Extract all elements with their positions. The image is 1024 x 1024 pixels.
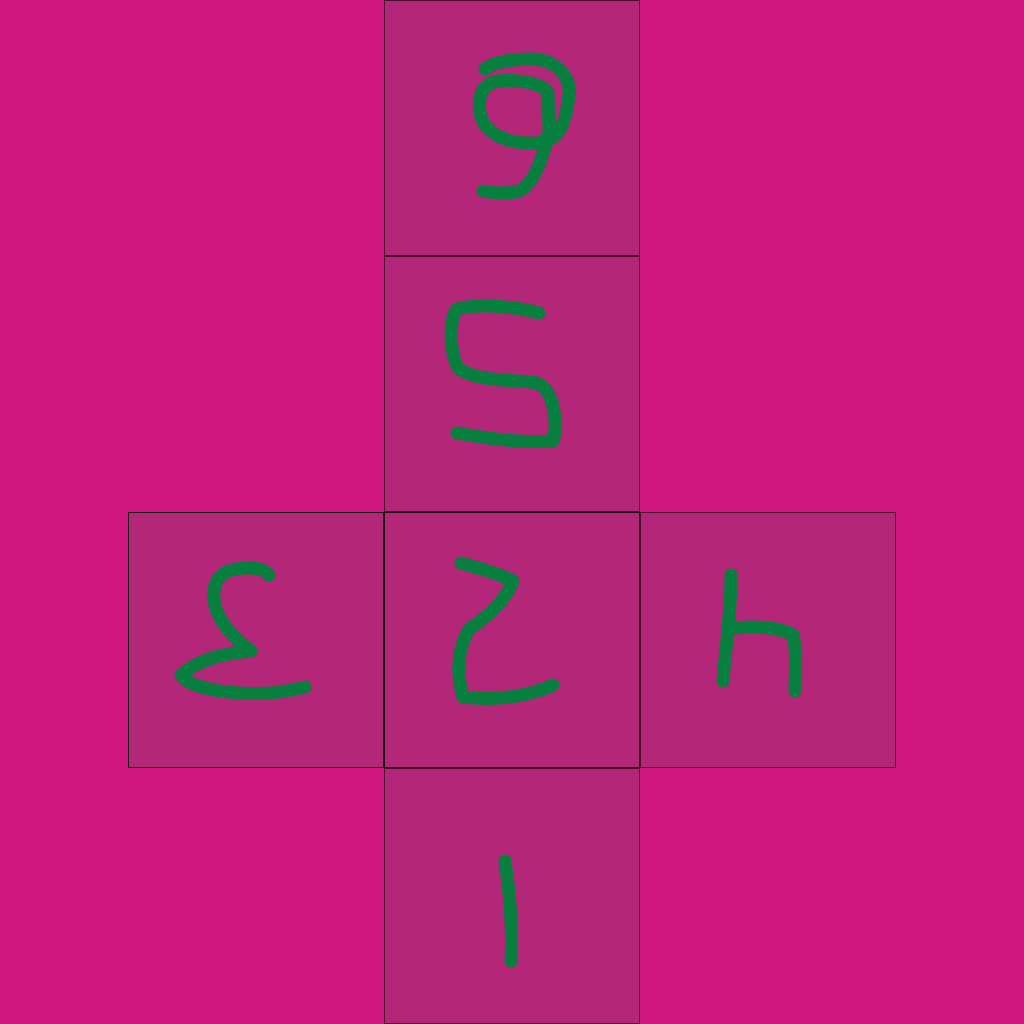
digit-1-glyph: [498, 854, 519, 968]
net-face-center: 2: [384, 512, 640, 768]
digit-4-rotated-glyph: [716, 568, 802, 698]
net-face-upper: 5: [384, 256, 640, 512]
digit-2-rotated-glyph: [452, 556, 560, 705]
net-face-right: 4: [640, 512, 896, 768]
net-face-bottom: 1: [384, 768, 640, 1024]
digit-9-glyph: [472, 52, 576, 200]
net-face-top: 9: [384, 0, 640, 256]
net-face-left: 3: [128, 512, 384, 768]
digit-3-rotated-glyph: [174, 561, 312, 700]
digit-5-rotated-glyph: [444, 299, 562, 449]
